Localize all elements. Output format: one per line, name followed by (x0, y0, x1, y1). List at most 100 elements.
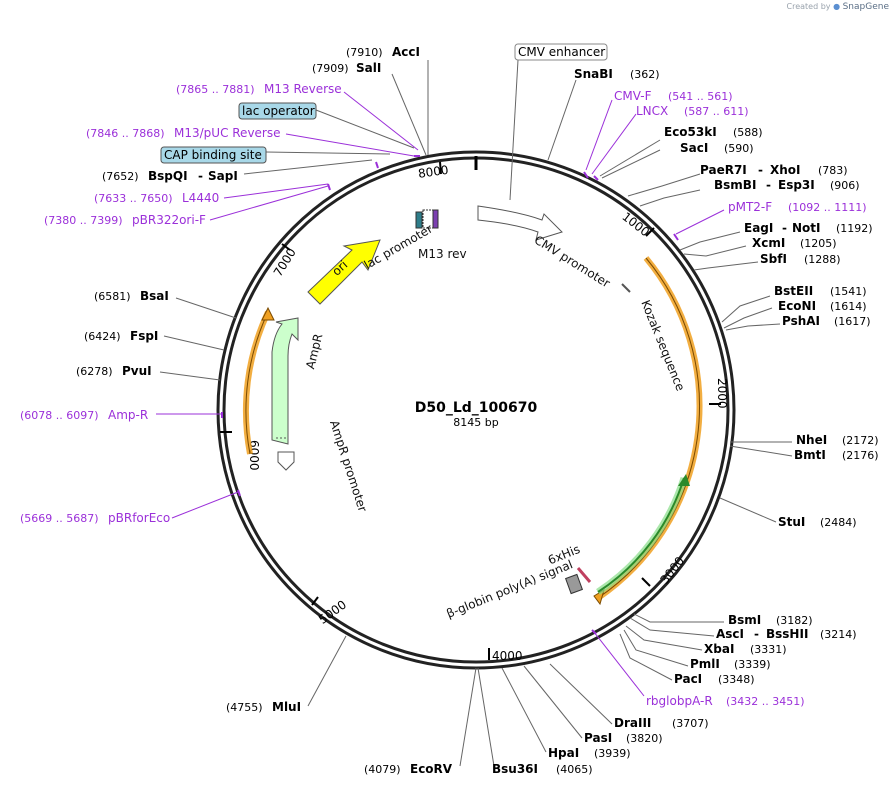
m13puc-name: M13/pUC Reverse (174, 126, 281, 140)
lac-operator-mark (415, 211, 423, 229)
rbglobpa-pos: (3432 .. 3451) (726, 695, 805, 708)
brand-prefix: Created by (786, 2, 831, 11)
primer-binding-marks (221, 155, 679, 635)
m13-rev-label: M13 rev (418, 247, 467, 261)
rbglobpa-name: rbglobpA-R (646, 694, 713, 708)
primer-mark-lncx (593, 175, 599, 181)
tick-mark-1000 (645, 227, 655, 237)
tick-label-4000: 4000 (492, 649, 523, 663)
pvui-name: PvuI (122, 364, 152, 378)
leader-eagi (679, 231, 741, 251)
primer-mark-rbglobpa (591, 629, 597, 635)
leader-pvui (159, 371, 221, 381)
leader-stui (719, 497, 777, 523)
enzyme-leader-lines (159, 59, 793, 767)
asci-sep: - (754, 627, 759, 641)
leader-lac-operator (315, 109, 415, 149)
brand-name: SnapGene (842, 2, 889, 12)
stui-pos: (2484) (820, 516, 857, 529)
xcmi-name: XcmI (752, 236, 785, 250)
leader-cmv-enhancer (509, 59, 519, 201)
lac-operator-box (238, 102, 317, 120)
leader-xcmi (683, 245, 747, 257)
leader-fspi (163, 335, 225, 351)
bsu36i-name: Bsu36I (492, 762, 538, 776)
ampr-primer-pos: (6078 .. 6097) (20, 409, 99, 422)
pmt2f-name: pMT2-F (728, 200, 772, 214)
sbfi-name: SbfI (760, 252, 787, 266)
pbrforeco-name: pBRforEco (108, 511, 170, 525)
pshai-pos: (1617) (834, 315, 871, 328)
bmti-name: BmtI (794, 448, 826, 462)
primer-mark-pbrforeco (237, 489, 241, 497)
fspi-pos: (6424) (84, 330, 121, 343)
cmvf-name: CMV-F (614, 89, 652, 103)
ori-feature-arrow (307, 239, 381, 305)
eco53ki-pos: (588) (733, 126, 763, 139)
ampr-feature-arrow (271, 317, 299, 445)
draiii-pos: (3707) (672, 717, 709, 730)
leader-bsai (175, 297, 237, 319)
sbfi-pos: (1288) (804, 253, 841, 266)
ampr-promoter-label: AmpR promoter (327, 418, 370, 513)
bmti-pos: (2176) (842, 449, 879, 462)
asci-pos: (3214) (820, 628, 857, 641)
m13reverse-pos: (7865 .. 7881) (176, 83, 255, 96)
leader-hpai (501, 667, 547, 753)
leader-bmti (729, 445, 793, 457)
plasmid-length: 8145 bp (453, 416, 498, 429)
leader-bsteii (721, 295, 771, 323)
cmv-enhancer-label: CMV enhancer (518, 45, 605, 59)
cds-arc-left-arrowhead (261, 306, 275, 321)
primer-mark-l4440 (375, 161, 379, 169)
polya-mark (564, 573, 584, 595)
leader-asci (629, 617, 715, 637)
ecorv-pos: (4079) (364, 763, 401, 776)
tick-mark-3000 (641, 577, 651, 587)
tick-mark-7000 (281, 243, 291, 251)
tick-mark-5000 (311, 596, 319, 606)
bspqi-name: BspQI (148, 169, 188, 183)
bsmbi-sep: - (766, 178, 771, 192)
leader-cap (265, 151, 391, 155)
lncx-pos: (587 .. 611) (684, 105, 749, 118)
leader-pasi (523, 665, 583, 739)
econi-name: EcoNI (778, 299, 816, 313)
bsai-pos: (6581) (94, 290, 131, 303)
leader-sbfi (693, 261, 759, 271)
leader-draiii (549, 663, 613, 725)
leader-primer-pbrforeco (171, 491, 239, 519)
cap-site-label: CAP binding site (164, 148, 262, 162)
m13-rev-mark (432, 209, 439, 229)
bsu36i-pos: (4065) (556, 763, 593, 776)
pmli-pos: (3339) (734, 658, 771, 671)
leader-saci (601, 149, 661, 179)
leader-pmli (623, 629, 689, 667)
econi-pos: (1614) (830, 300, 867, 313)
paer7i-sep: - (758, 163, 763, 177)
acci-name: AccI (392, 45, 420, 59)
eagi-sep: - (782, 221, 787, 235)
scale-ticks (220, 161, 721, 660)
green-arc (597, 477, 685, 593)
eagi-name: EagI (744, 221, 773, 235)
green-arc-arrowhead (678, 474, 690, 486)
bsteii-pos: (1541) (830, 285, 867, 298)
m13reverse-name: M13 Reverse (264, 82, 342, 96)
kozak-mark (621, 283, 631, 293)
leader-sali (391, 73, 427, 156)
leader-xbai (625, 625, 703, 651)
eagi-pos: (1192) (836, 222, 873, 235)
mlui-pos: (4755) (226, 701, 263, 714)
leader-econi (723, 307, 773, 329)
bspqi-pos: (7652) (102, 170, 139, 183)
leader-paci (619, 633, 673, 681)
bspqi-sep: - (198, 169, 203, 183)
tick-label-2000: 2000 (715, 378, 729, 409)
paer7i-name: PaeR7I (700, 163, 747, 177)
draiii-name: DraIII (614, 716, 651, 730)
asci-name2: BssHII (766, 627, 808, 641)
leader-snabi (547, 79, 577, 161)
pmt2f-pos: (1092 .. 1111) (788, 201, 867, 214)
